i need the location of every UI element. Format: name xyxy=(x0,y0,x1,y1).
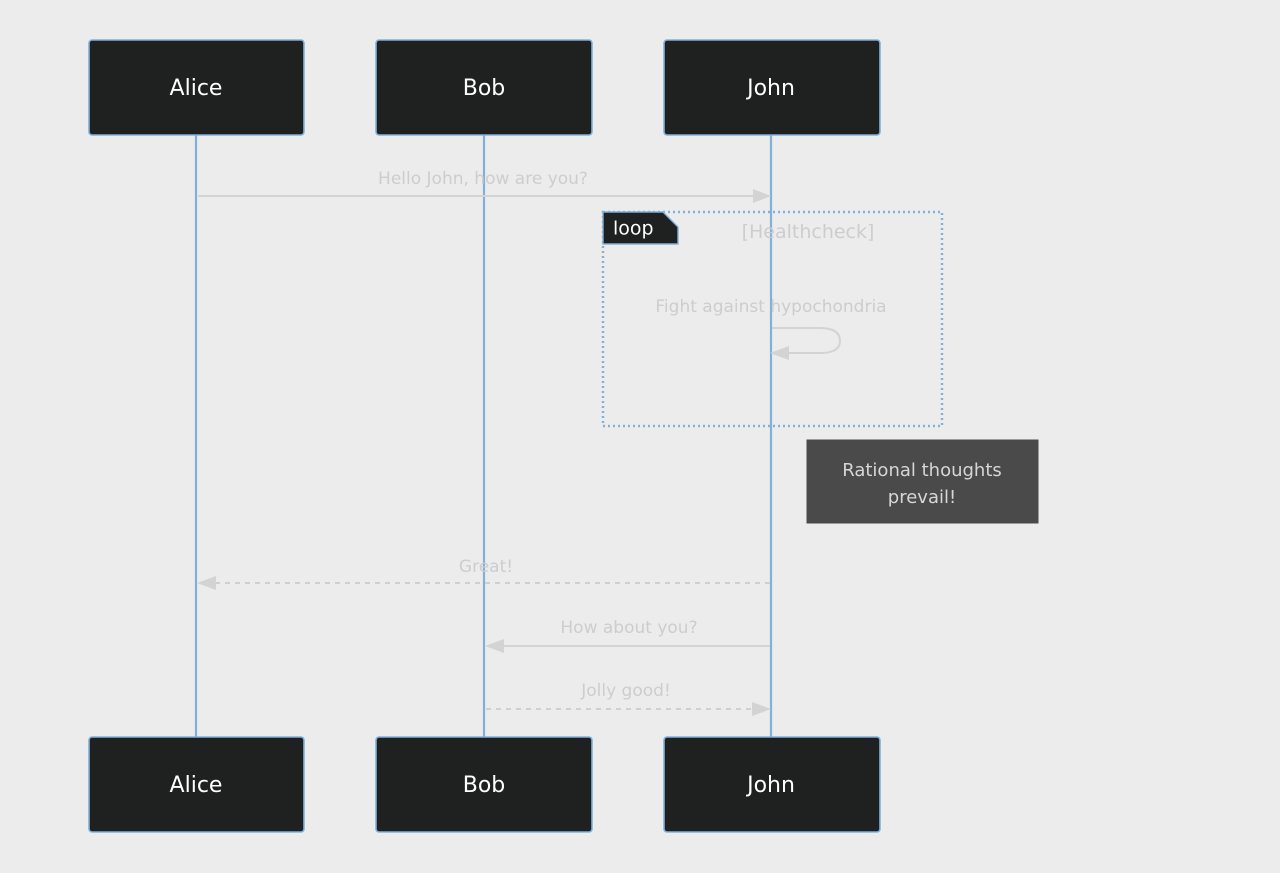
actor-box-john-top[interactable]: John xyxy=(663,39,881,136)
actor-box-john-bottom-rect xyxy=(663,736,881,833)
actor-box-john-top-rect xyxy=(663,39,881,136)
loop-condition-label: [Healthcheck] xyxy=(742,221,875,243)
actor-box-alice-top[interactable]: Alice xyxy=(88,39,305,136)
message-jolly-good-arrowhead xyxy=(752,702,771,716)
message-how-about-you-label: How about you? xyxy=(560,618,697,638)
note-rational-thoughts-line-2: prevail! xyxy=(888,487,956,508)
message-great[interactable]: Great! xyxy=(197,557,770,590)
actor-label-bob-top: Bob xyxy=(463,76,506,101)
message-great-label: Great! xyxy=(459,557,513,577)
actor-box-bob-bottom-rect xyxy=(375,736,593,833)
actor-label-alice-top: Alice xyxy=(170,76,223,101)
actor-box-alice-bottom[interactable]: Alice xyxy=(88,736,305,833)
message-hello-john[interactable]: Hello John, how are you? xyxy=(198,169,771,203)
actor-box-alice-bottom-rect xyxy=(88,736,305,833)
actor-box-john-bottom[interactable]: John xyxy=(663,736,881,833)
message-great-arrowhead xyxy=(197,576,216,590)
note-rational-thoughts-box xyxy=(806,439,1039,524)
actor-box-bob-top[interactable]: Bob xyxy=(375,39,593,136)
actor-label-bob-bottom: Bob xyxy=(463,773,506,798)
note-rational-thoughts-line-1: Rational thoughts xyxy=(842,460,1002,481)
actor-label-john-top: John xyxy=(745,76,795,101)
actor-box-bob-top-rect xyxy=(375,39,593,136)
message-fight-hypochondria[interactable]: Fight against hypochondria xyxy=(655,297,887,360)
actor-label-john-bottom: John xyxy=(745,773,795,798)
message-fight-hypochondria-arrowhead xyxy=(770,346,789,360)
lifelines-group xyxy=(194,131,773,740)
message-jolly-good-label: Jolly good! xyxy=(580,681,671,701)
loop-block-healthcheck[interactable]: loop [Healthcheck] xyxy=(601,210,944,428)
message-how-about-you-arrowhead xyxy=(485,639,504,653)
message-hello-john-arrowhead xyxy=(753,189,771,203)
message-fight-hypochondria-label: Fight against hypochondria xyxy=(655,297,886,317)
note-rational-thoughts[interactable]: Rational thoughts prevail! xyxy=(806,439,1039,524)
message-hello-john-label: Hello John, how are you? xyxy=(378,169,588,189)
actor-label-alice-bottom: Alice xyxy=(170,773,223,798)
actor-box-alice-top-rect xyxy=(88,39,305,136)
message-how-about-you[interactable]: How about you? xyxy=(485,618,770,653)
message-fight-hypochondria-loop-path xyxy=(772,327,842,354)
loop-block-border xyxy=(601,210,944,428)
actor-box-bob-bottom[interactable]: Bob xyxy=(375,736,593,833)
loop-tag-shape xyxy=(602,211,679,245)
message-jolly-good[interactable]: Jolly good! xyxy=(486,681,771,716)
loop-tag-label: loop xyxy=(613,218,654,240)
